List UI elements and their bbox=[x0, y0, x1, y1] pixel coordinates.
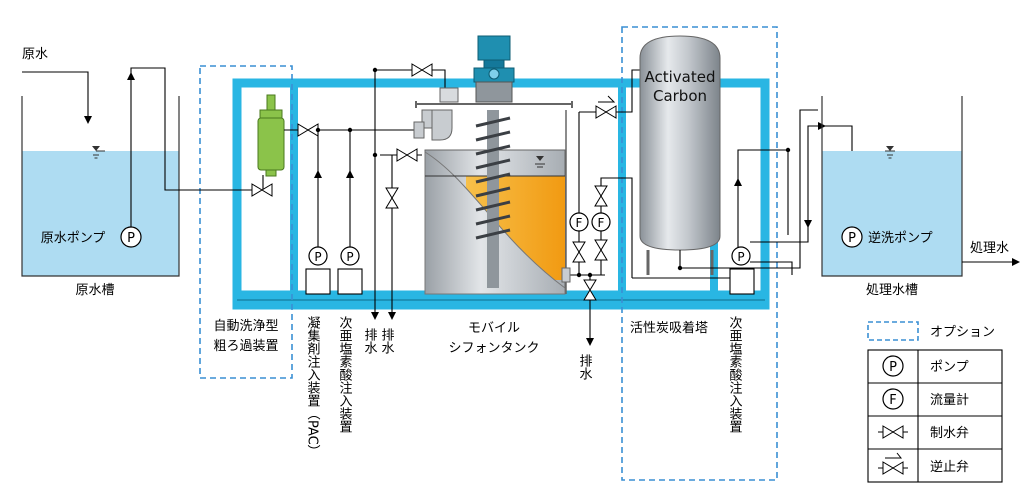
control-valve[interactable] bbox=[594, 239, 608, 261]
raw-pump-symbol[interactable]: P bbox=[120, 226, 142, 248]
flow-meter-2[interactable]: F bbox=[591, 212, 611, 232]
carbon-outlet-line bbox=[679, 109, 818, 269]
screw-conveyor bbox=[475, 110, 511, 288]
backwash-pump-p: P bbox=[848, 231, 856, 246]
control-valve[interactable] bbox=[385, 187, 399, 209]
drain-label-c: 排水 bbox=[577, 354, 593, 380]
flow-meter-1-f: F bbox=[576, 216, 583, 230]
drain-arrow-d bbox=[586, 338, 594, 346]
hypo2-line bbox=[737, 149, 789, 247]
legend-check-valve-icon bbox=[878, 452, 908, 475]
top-bypass-line bbox=[375, 69, 446, 90]
inlet-label: 原水 bbox=[22, 47, 48, 62]
siphon-tank-label-1: モバイル bbox=[468, 321, 520, 336]
drain-arrow-b bbox=[388, 312, 396, 320]
junction-dot bbox=[372, 67, 378, 73]
legend-label-control-valve: 制水弁 bbox=[930, 426, 969, 441]
backwash-arrow-3 bbox=[804, 220, 812, 228]
hypo2-pump-symbol[interactable]: P bbox=[731, 246, 751, 266]
legend-label-pump: ポンプ bbox=[930, 360, 969, 375]
backwash-pump-label: 逆洗ポンプ bbox=[868, 230, 933, 246]
legend-label-option: オプション bbox=[930, 325, 995, 340]
hypo2-chemical-tank bbox=[729, 268, 755, 295]
legend-dashed-box-icon bbox=[867, 321, 919, 341]
control-valve[interactable] bbox=[297, 123, 319, 137]
treated-fill-line bbox=[792, 96, 818, 110]
pac-doser-label: 凝集剤注入装置（PAC） bbox=[305, 315, 321, 457]
hypo1-pump-symbol[interactable]: P bbox=[340, 246, 360, 266]
hypo-doser-label-2: 次亜塩素酸注入装置 bbox=[727, 315, 743, 433]
legend-pump-icon: P bbox=[882, 355, 904, 377]
pac-pump-symbol[interactable]: P bbox=[308, 246, 328, 266]
legend: オプション P ポンプ F 流量計 制水弁 逆止弁 bbox=[867, 321, 1003, 483]
carbon-tower-text-2: Carbon bbox=[653, 87, 707, 105]
inlet-arrow bbox=[84, 116, 92, 124]
raw-tank-label: 原水槽 bbox=[75, 283, 114, 298]
treated-water-tank bbox=[821, 96, 963, 277]
raw-pump-riser bbox=[130, 67, 264, 227]
skid-post bbox=[290, 87, 298, 297]
hypo1-pump-p: P bbox=[346, 250, 353, 264]
auto-strainer-label-2: 粗ろ過装置 bbox=[213, 339, 278, 354]
carbon-tower-label: 活性炭吸着塔 bbox=[630, 320, 708, 336]
junction-dot bbox=[677, 265, 683, 271]
pac-chemical-tank bbox=[305, 268, 331, 295]
drain-arrow-a bbox=[371, 312, 379, 320]
carbon-tower bbox=[632, 35, 738, 279]
legend-pump-p: P bbox=[889, 360, 897, 375]
outlet-label: 処理水 bbox=[970, 241, 1009, 256]
carbon-inlet-line bbox=[579, 69, 640, 113]
control-valve[interactable] bbox=[251, 183, 273, 197]
raw-pump-arrow bbox=[127, 72, 135, 80]
hypo2-pump-p: P bbox=[737, 250, 744, 264]
outlet-flange bbox=[561, 267, 571, 283]
hypo1-arrow bbox=[346, 170, 354, 178]
auto-strainer-label-1: 自動洗浄型 bbox=[213, 319, 278, 334]
pac-arrow bbox=[314, 170, 322, 178]
control-valve[interactable] bbox=[583, 279, 597, 301]
agitator-motor bbox=[473, 35, 515, 103]
inlet-pipe bbox=[22, 71, 89, 118]
control-valve[interactable] bbox=[594, 185, 608, 207]
siphon-tank-label-2: シフォンタンク bbox=[448, 341, 539, 356]
drain-label-a: 排水 bbox=[362, 328, 378, 354]
drain-label-b: 排水 bbox=[379, 328, 395, 354]
control-valve[interactable] bbox=[572, 241, 586, 263]
carbon-tower-text-1: Activated bbox=[645, 68, 716, 86]
control-valve[interactable] bbox=[396, 148, 418, 162]
hypo2-arrow bbox=[734, 178, 742, 186]
junction-dot bbox=[372, 152, 378, 158]
legend-label-flow-meter: 流量計 bbox=[930, 392, 969, 408]
flow-meter-2-f: F bbox=[598, 216, 605, 230]
raw-pump-p: P bbox=[127, 231, 135, 246]
legend-label-check-valve: 逆止弁 bbox=[930, 459, 969, 475]
legend-control-valve-icon bbox=[878, 425, 908, 439]
raw-water-tank bbox=[21, 96, 180, 277]
legend-flow-meter-icon: F bbox=[882, 388, 904, 410]
backwash-pump-symbol[interactable]: P bbox=[841, 226, 863, 248]
pac-pump-p: P bbox=[314, 250, 321, 264]
legend-flow-f: F bbox=[889, 393, 896, 408]
hypo-doser-label-1: 次亜塩素酸注入装置 bbox=[337, 315, 353, 433]
option-box-strainer bbox=[199, 65, 293, 379]
option-box-carbon bbox=[621, 26, 778, 481]
to-treated-line bbox=[750, 261, 793, 275]
treated-tank-label: 処理水槽 bbox=[866, 283, 918, 298]
control-valve[interactable] bbox=[411, 63, 433, 77]
raw-pump-label: 原水ポンプ bbox=[41, 231, 106, 246]
hypo1-chemical-tank bbox=[337, 268, 363, 295]
junction-dot bbox=[785, 147, 791, 153]
flow-meter-1[interactable]: F bbox=[569, 212, 589, 232]
outlet-arrow bbox=[1012, 258, 1020, 266]
auto-strainer bbox=[257, 94, 285, 177]
check-valve[interactable] bbox=[595, 95, 617, 119]
